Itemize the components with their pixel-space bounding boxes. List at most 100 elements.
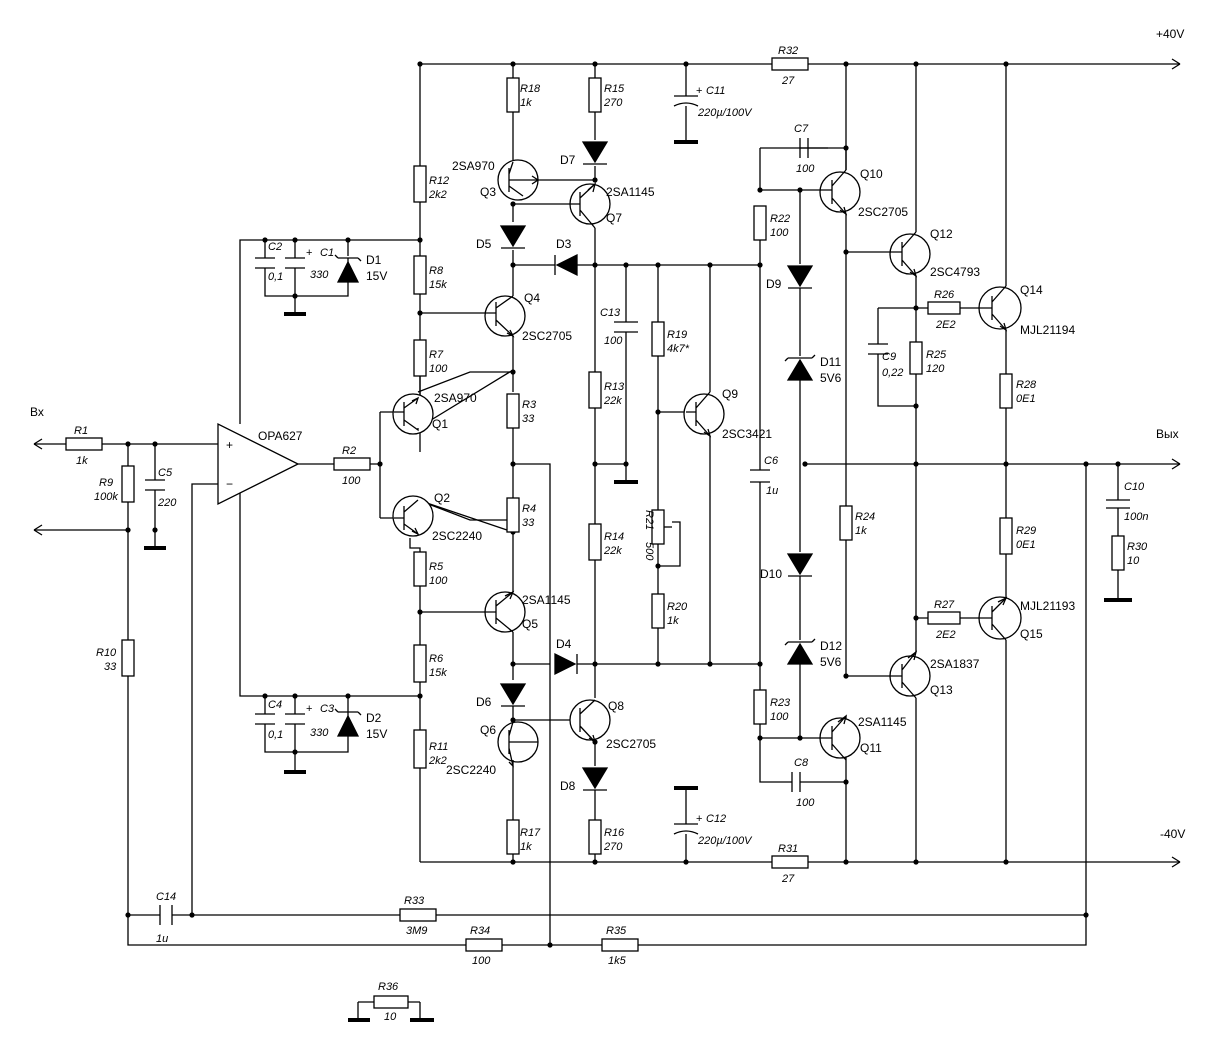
svg-text:R32: R32 xyxy=(778,45,798,57)
svg-text:27: 27 xyxy=(781,75,795,87)
svg-text:2k2: 2k2 xyxy=(428,189,447,201)
svg-text:100: 100 xyxy=(770,227,789,239)
svg-text:33: 33 xyxy=(522,413,535,425)
transistor-Q13: 2SA1837 Q13 xyxy=(889,650,980,699)
transistor-Q10: Q10 2SC2705 xyxy=(819,167,908,219)
svg-text:2SC3421: 2SC3421 xyxy=(722,427,772,441)
transistor-Q6: Q6 2SC2240 xyxy=(446,721,539,777)
svg-text:C9: C9 xyxy=(882,351,896,363)
resistor-R32: R32 27 xyxy=(771,45,809,87)
svg-text:2SA970: 2SA970 xyxy=(452,159,495,173)
svg-text:100: 100 xyxy=(342,475,361,487)
svg-text:C14: C14 xyxy=(156,891,176,903)
svg-text:2SA970: 2SA970 xyxy=(434,391,477,405)
svg-text:100: 100 xyxy=(429,363,448,375)
svg-text:Q8: Q8 xyxy=(608,699,624,713)
svg-text:R22: R22 xyxy=(770,213,790,225)
svg-text:R33: R33 xyxy=(404,895,425,907)
svg-text:Q6: Q6 xyxy=(480,723,496,737)
svg-text:2SC2705: 2SC2705 xyxy=(858,205,908,219)
svg-text:1k5: 1k5 xyxy=(608,955,627,967)
svg-text:R11: R11 xyxy=(429,741,448,753)
neg-rail-label: -40V xyxy=(1160,827,1185,841)
svg-text:R28: R28 xyxy=(1016,379,1037,391)
svg-text:1k: 1k xyxy=(667,615,679,627)
svg-text:15k: 15k xyxy=(429,667,447,679)
svg-text:27: 27 xyxy=(781,873,795,885)
svg-text:5V6: 5V6 xyxy=(820,655,842,669)
svg-text:C8: C8 xyxy=(794,757,809,769)
pos-rail-label: +40V xyxy=(1156,27,1184,41)
svg-text:R29: R29 xyxy=(1016,525,1036,537)
transistor-Q12: Q12 2SC4793 xyxy=(889,227,980,279)
rail-labels: +40V -40V Вх Вых xyxy=(30,27,1185,841)
svg-text:Q7: Q7 xyxy=(606,211,622,225)
diode-D9: D9 xyxy=(766,265,814,291)
svg-text:MJL21193: MJL21193 xyxy=(1020,599,1075,613)
svg-text:0,1: 0,1 xyxy=(268,729,283,741)
svg-text:C5: C5 xyxy=(158,467,173,479)
svg-text:R9: R9 xyxy=(99,477,113,489)
svg-text:R13: R13 xyxy=(604,381,625,393)
svg-text:R20: R20 xyxy=(667,601,688,613)
diode-D6: D6 xyxy=(476,683,527,709)
svg-text:Q12: Q12 xyxy=(930,227,953,241)
svg-text:2E2: 2E2 xyxy=(935,319,956,331)
svg-text:R7: R7 xyxy=(429,349,444,361)
svg-text:D11: D11 xyxy=(820,355,841,369)
svg-text:D10: D10 xyxy=(760,567,782,581)
svg-text:D2: D2 xyxy=(366,711,382,725)
svg-text:Q4: Q4 xyxy=(524,291,540,305)
svg-text:Q15: Q15 xyxy=(1020,627,1043,641)
svg-text:+: + xyxy=(696,85,702,97)
svg-text:C12: C12 xyxy=(706,813,726,825)
svg-text:+: + xyxy=(306,247,312,259)
svg-text:R31: R31 xyxy=(778,843,798,855)
svg-text:15k: 15k xyxy=(429,279,447,291)
svg-text:2SA1145: 2SA1145 xyxy=(858,715,907,729)
svg-text:R35: R35 xyxy=(606,925,627,937)
svg-text:R34: R34 xyxy=(470,925,490,937)
svg-text:D6: D6 xyxy=(476,695,492,709)
svg-text:33: 33 xyxy=(522,517,535,529)
svg-text:220µ/100V: 220µ/100V xyxy=(697,107,753,119)
svg-text:R1: R1 xyxy=(74,425,88,437)
svg-text:100: 100 xyxy=(429,575,448,587)
svg-text:2E2: 2E2 xyxy=(935,629,956,641)
resistor-R35: R35 1k5 xyxy=(601,925,639,967)
svg-text:2SA1837: 2SA1837 xyxy=(930,657,980,671)
svg-text:220µ/100V: 220µ/100V xyxy=(697,835,753,847)
svg-text:D3: D3 xyxy=(556,237,572,251)
svg-text:Q2: Q2 xyxy=(434,491,450,505)
svg-text:R27: R27 xyxy=(934,599,955,611)
svg-text:330: 330 xyxy=(310,727,329,739)
svg-text:Q9: Q9 xyxy=(722,387,738,401)
svg-text:C10: C10 xyxy=(1124,481,1145,493)
svg-text:Q14: Q14 xyxy=(1020,283,1043,297)
transistor-Q8: Q8 2SC2705 xyxy=(569,699,656,751)
input-label: Вх xyxy=(30,405,44,419)
svg-text:R14: R14 xyxy=(604,531,624,543)
transistor-Q2: Q2 2SC2240 xyxy=(392,491,482,543)
